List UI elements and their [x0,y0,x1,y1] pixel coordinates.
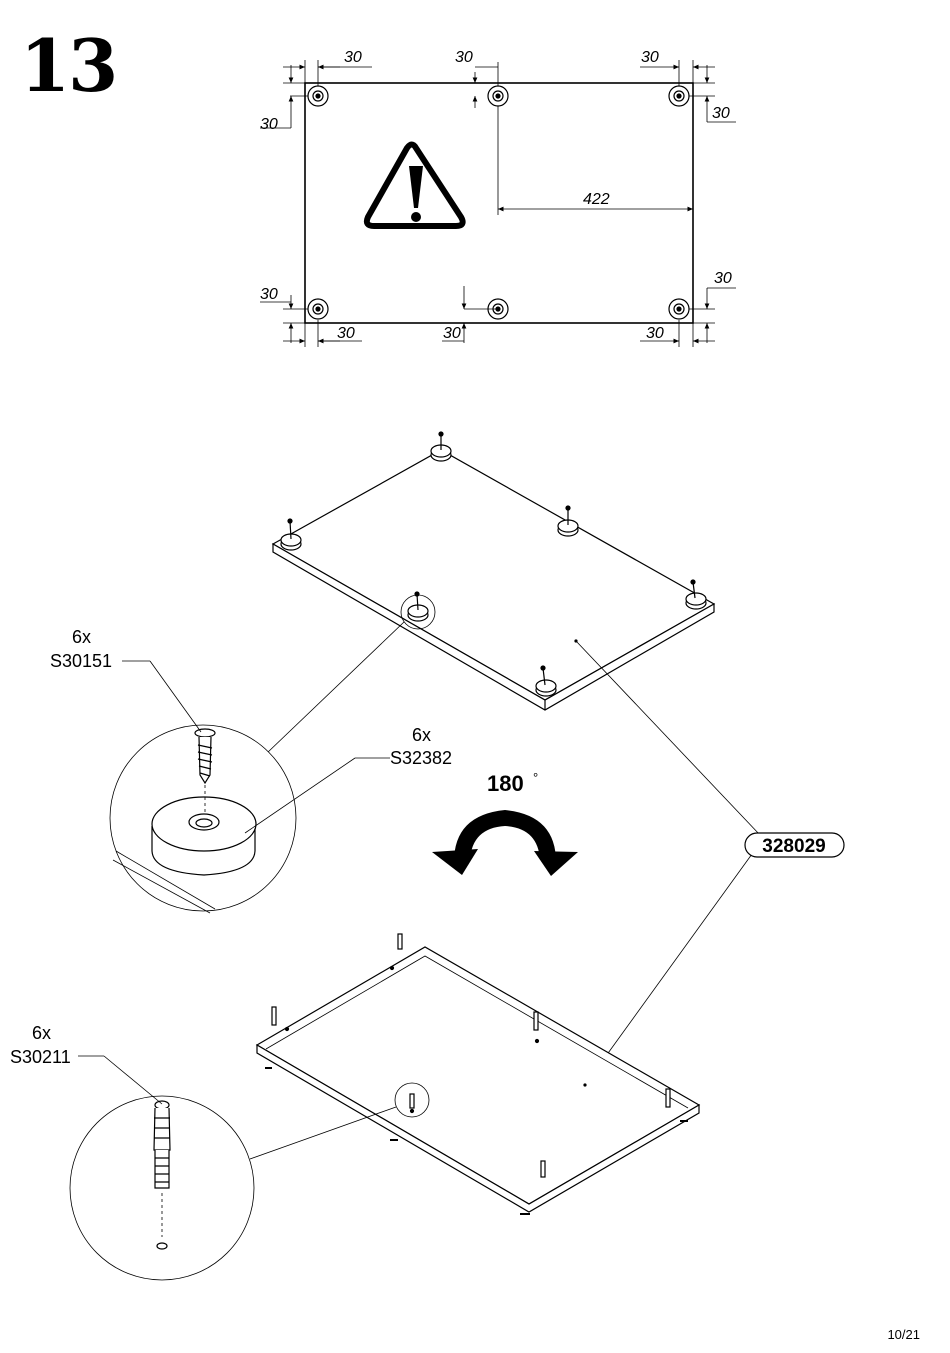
dowel-2 [271,1006,290,1032]
foot-qty: 6x [412,725,431,745]
panel-outline [304,82,694,324]
hole-bottom-left [307,298,329,320]
hole-markers [307,85,690,320]
hole-top-left [307,85,329,107]
dowel-4 [665,1088,671,1108]
hole-top-right [668,85,690,107]
dim-right-top: 30 [712,105,730,122]
foot-1 [430,431,452,462]
dowel-5 [540,1160,546,1178]
foot-part [151,796,257,876]
hole-bottom-right [668,298,690,320]
page-number: 10/21 [887,1327,920,1342]
top-view [260,60,736,347]
dim-bottom-right: 30 [646,325,664,342]
dim-left-bottom: 30 [260,286,278,303]
zoom-dowel-detail [69,1055,397,1281]
panel-code-callout [575,640,845,1086]
dim-left-top: 30 [260,116,278,133]
screw-qty: 6x [72,627,91,647]
zoom-foot-detail [109,621,405,914]
dim-middle-length: 422 [583,191,610,208]
dowel-1 [389,933,403,971]
dim-top-left: 30 [344,49,362,66]
screw-code: S30151 [50,651,112,671]
dim-top-right: 30 [641,49,659,66]
foot-5 [407,591,429,622]
dowel-part [153,1100,171,1250]
dim-bottom-left: 30 [337,325,355,342]
rotate-arrow-icon [432,810,578,876]
dimension-labels: 30 30 30 30 30 422 30 30 30 30 30 [260,49,732,342]
dowel-6 [409,1093,415,1114]
dim-top-middle: 30 [455,49,473,66]
foot-code: S32382 [390,748,452,768]
hole-top-middle [487,85,509,107]
panel-with-dowels [255,933,701,1215]
dowel-qty: 6x [32,1023,51,1043]
step-number: 13 [20,23,118,108]
dowel-code: S30211 [10,1047,71,1067]
dowel-3 [533,1011,540,1044]
warning-icon [363,141,466,229]
foot-2 [557,505,579,537]
rotation-value: 180 [487,771,524,796]
rotation-unit: ° [533,770,538,785]
foot-4 [685,579,707,610]
dim-bottom-middle: 30 [443,325,461,342]
foot-6 [535,665,557,697]
panel-code: 328029 [762,836,825,857]
panel-with-feet [271,431,716,711]
dim-right-bottom: 30 [714,270,732,287]
foot-3 [280,518,302,551]
